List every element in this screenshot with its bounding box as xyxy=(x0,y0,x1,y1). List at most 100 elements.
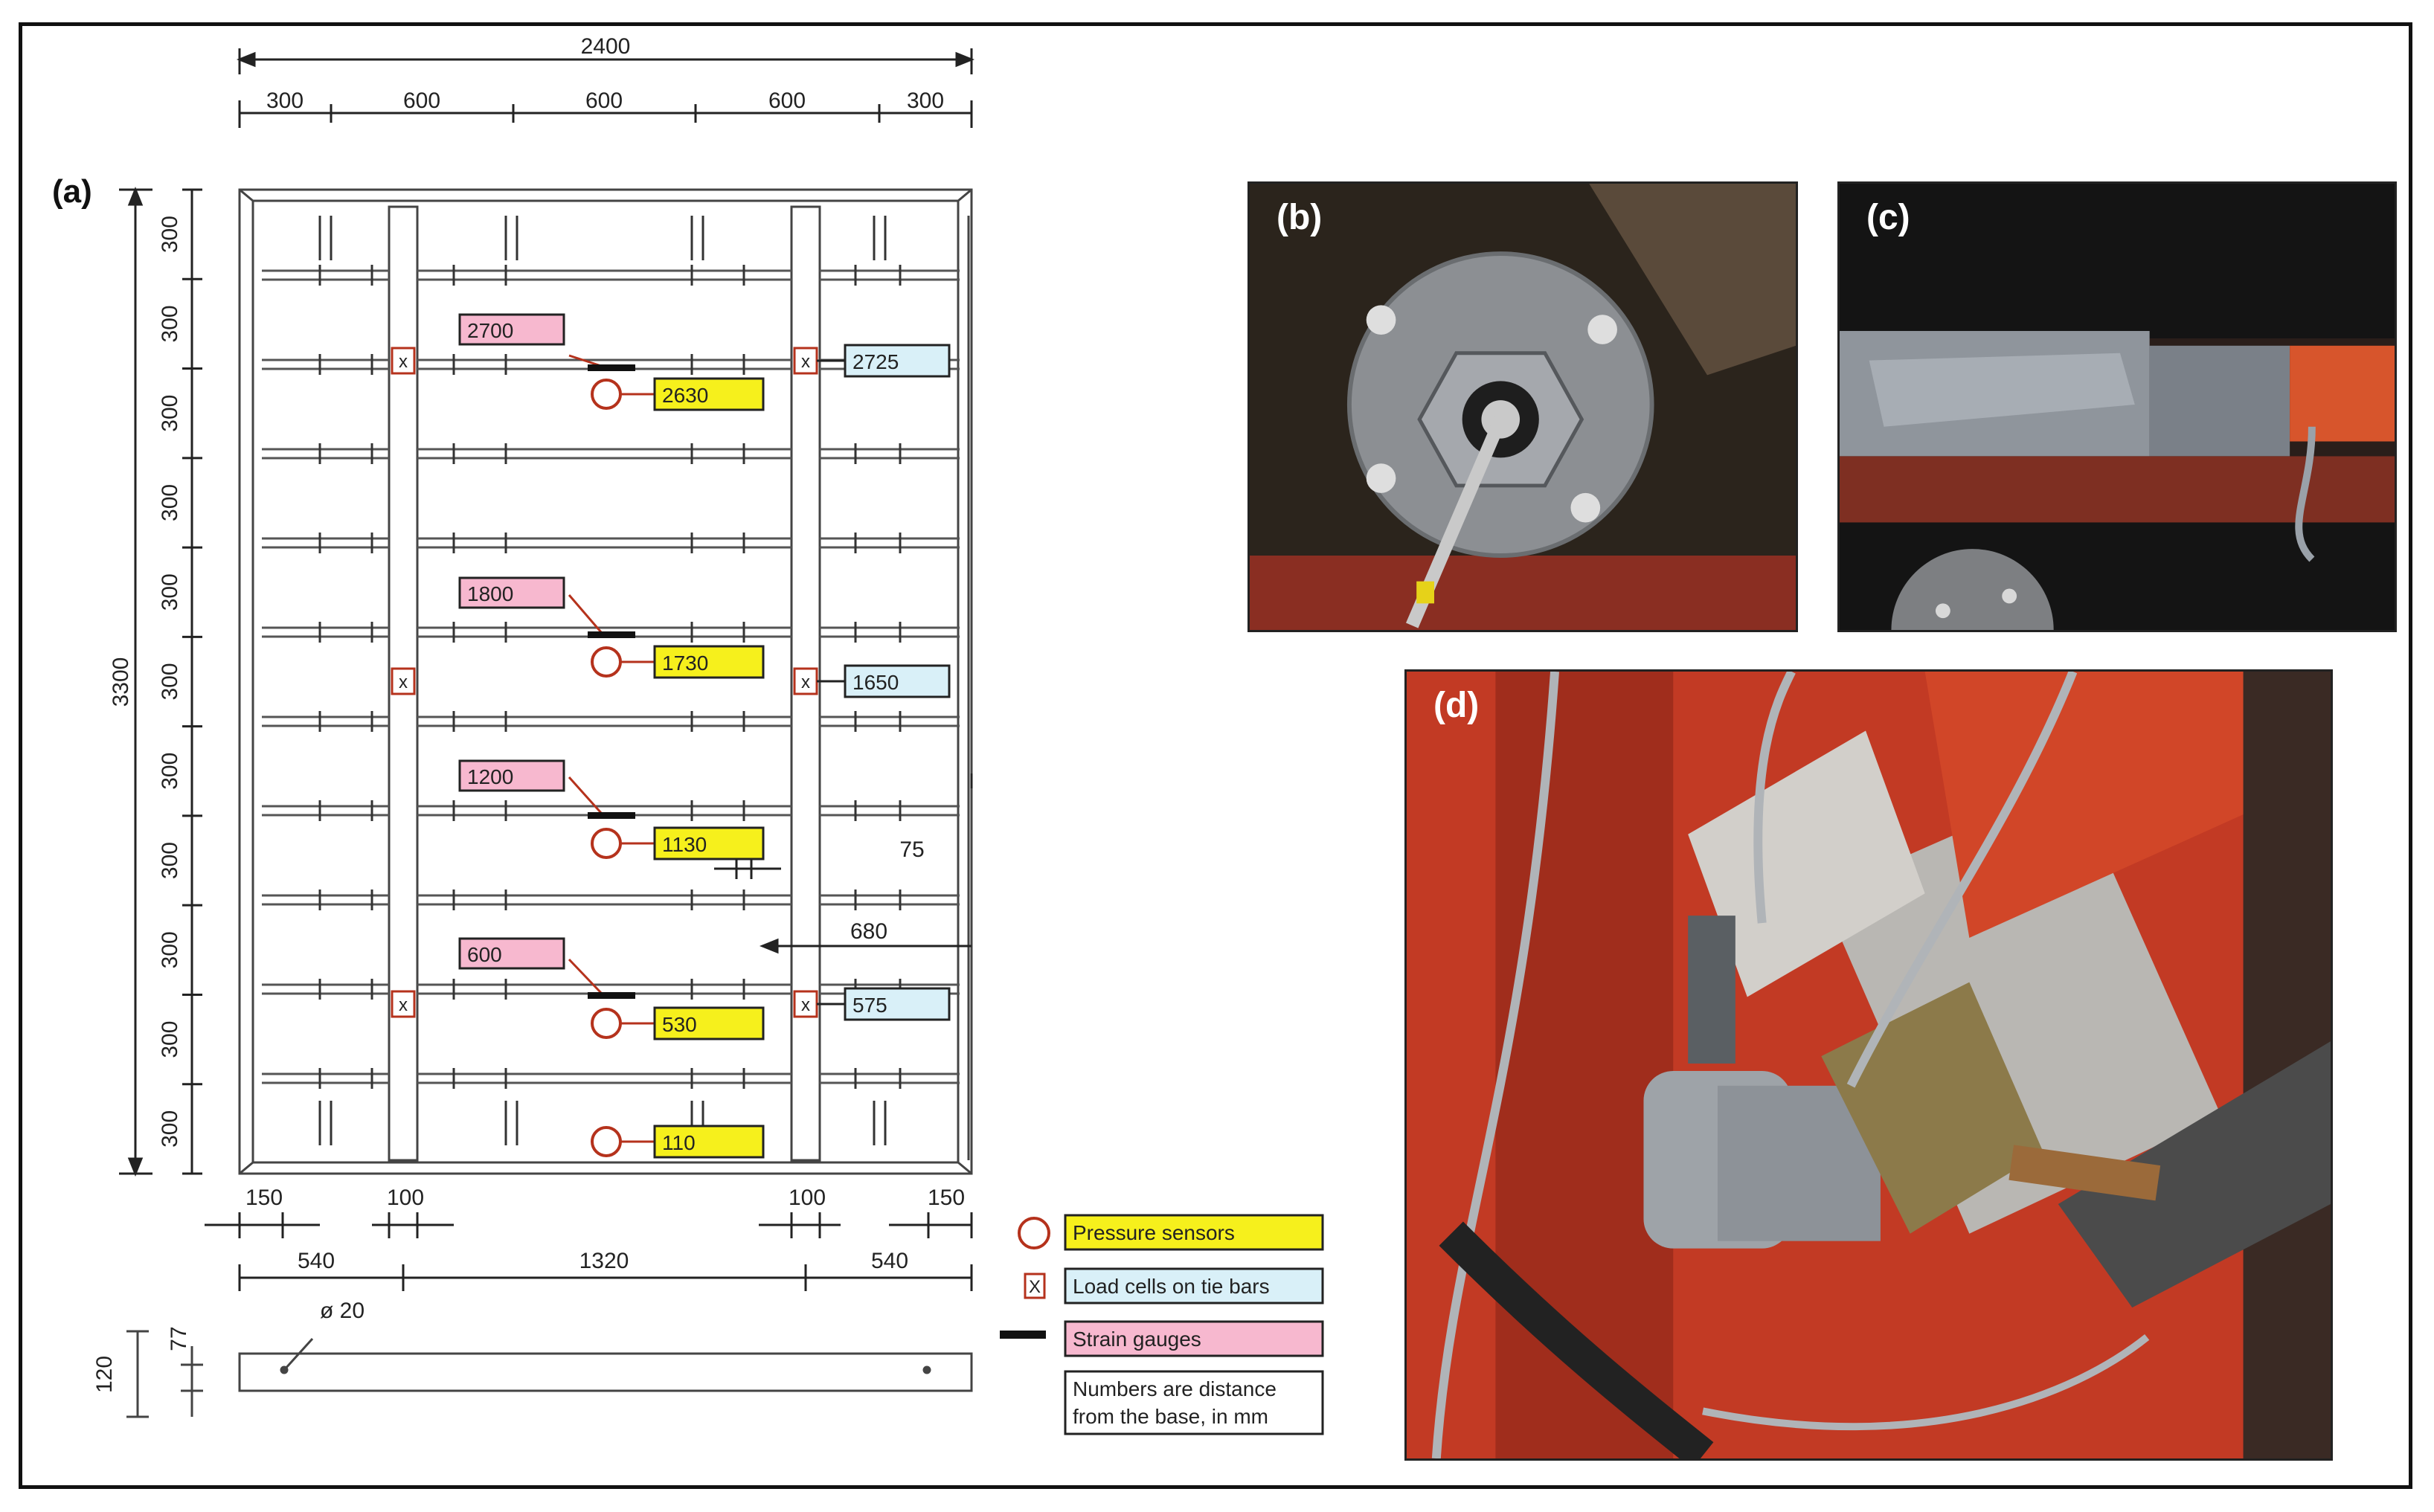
pressure-sensor-label: 2630 xyxy=(662,384,708,407)
strain-gauge-label: 2700 xyxy=(467,319,513,342)
bottom-dimensions xyxy=(205,1212,973,1291)
left-dimension-ticks: 300 300 300 300 300 300 300 300 300 300 300 xyxy=(158,188,202,1175)
load-cell-marker: x xyxy=(793,667,818,695)
pressure-sensor: 1130 xyxy=(591,826,765,860)
pressure-sensor: 110 xyxy=(591,1125,765,1159)
top-dimensions xyxy=(236,48,975,128)
strain-gauge-label: 1800 xyxy=(467,582,513,605)
left-dimensions xyxy=(119,186,193,1177)
legend-note-line-2: from the base, in mm xyxy=(1073,1405,1268,1428)
pressure-sensor-label: 110 xyxy=(662,1131,696,1154)
panel-c-label: (c) xyxy=(1866,198,1910,237)
pressure-sensor: 2630 xyxy=(591,377,765,411)
legend-load-cells: X Load cells on tie bars xyxy=(1024,1267,1324,1304)
dim-top-seg-1: 300 xyxy=(266,89,304,113)
pressure-sensor-symbol-icon xyxy=(1018,1217,1050,1249)
strain-gauge: 1800 xyxy=(458,576,635,638)
dim-row-spacing: 300 xyxy=(158,395,182,432)
strain-gauge: 2700 xyxy=(458,313,635,371)
legend-note-line-1: Numbers are distance xyxy=(1073,1377,1277,1400)
load-cell-symbol-icon xyxy=(1024,1273,1046,1299)
dim-total-height: 3300 xyxy=(109,657,133,707)
load-cell-mark: x xyxy=(801,672,810,692)
load-cell-mark: x xyxy=(399,672,408,692)
dim-row-spacing: 300 xyxy=(158,663,182,700)
dim-bottom-100-right: 100 xyxy=(789,1186,826,1210)
load-cell-mark: x xyxy=(399,352,408,372)
load-cell-marker: x xyxy=(391,990,416,1018)
legend-strain-label: Strain gauges xyxy=(1073,1328,1201,1351)
dim-row-spacing: 300 xyxy=(158,1110,182,1148)
dim-row-spacing: 300 xyxy=(158,305,182,342)
photo-c-strain-gauge: (c) xyxy=(1837,181,2397,632)
legend-load-cell-mark: X xyxy=(1029,1277,1041,1297)
panel-d-label: (d) xyxy=(1433,686,1480,725)
dim-bottom-150-right: 150 xyxy=(928,1186,965,1210)
dim-bottom-540-left: 540 xyxy=(298,1249,335,1273)
pressure-sensor: 1730 xyxy=(591,645,765,679)
load-cell-mark: x xyxy=(399,995,408,1015)
load-cell-label: 1650 xyxy=(852,671,899,694)
dim-thickness-120: 120 xyxy=(92,1356,117,1393)
legend-pressure-label: Pressure sensors xyxy=(1073,1221,1235,1244)
load-cell-tag: 575 xyxy=(817,987,951,1021)
section-view xyxy=(126,1330,973,1418)
formwork-frame xyxy=(238,188,973,1175)
strain-gauge-label: 1200 xyxy=(467,765,513,788)
dim-top-seg-5: 300 xyxy=(907,89,944,113)
panel-b-label: (b) xyxy=(1277,198,1323,237)
dim-thickness-77: 77 xyxy=(167,1326,191,1351)
load-cell-label: 2725 xyxy=(852,350,899,373)
legend: Pressure sensors X Load cells on tie bar… xyxy=(1000,1214,1324,1435)
strain-gauge-label: 600 xyxy=(467,943,502,966)
dim-offset-680: 680 xyxy=(850,919,887,944)
pressure-sensors: 2630 1730 1130 530 xyxy=(591,377,765,1159)
legend-pressure-sensors: Pressure sensors xyxy=(1018,1214,1324,1251)
dim-row-spacing: 300 xyxy=(158,484,182,521)
photo-b-pressure-sensor: (b) xyxy=(1247,181,1798,632)
dim-row-spacing: 300 xyxy=(158,1021,182,1058)
load-cell-marker: x xyxy=(391,667,416,695)
legend-strain-gauges: Strain gauges xyxy=(1000,1320,1324,1357)
dim-row-spacing: 300 xyxy=(158,573,182,611)
strain-gauge-symbol-icon xyxy=(1000,1331,1046,1339)
dim-total-width: 2400 xyxy=(581,34,631,59)
dim-bottom-1320: 1320 xyxy=(579,1249,629,1273)
load-cell-mark: x xyxy=(801,995,810,1015)
pressure-sensor-label: 1730 xyxy=(662,652,708,675)
dim-offset-75: 75 xyxy=(899,837,924,862)
dim-bottom-150-left: 150 xyxy=(245,1186,283,1210)
legend-note: Numbers are distance from the base, in m… xyxy=(1064,1370,1324,1435)
load-cell-marker: x xyxy=(793,347,818,375)
load-cell-mark: x xyxy=(801,352,810,372)
pressure-sensor-label: 530 xyxy=(662,1013,697,1036)
load-cell-tag: 1650 xyxy=(817,664,951,698)
figure-border xyxy=(19,22,2412,1489)
dim-row-spacing: 300 xyxy=(158,931,182,968)
legend-load-cell-label: Load cells on tie bars xyxy=(1073,1275,1270,1298)
pressure-sensor-label: 1130 xyxy=(662,833,707,856)
load-cell-marker: x xyxy=(391,347,416,375)
dim-row-spacing: 300 xyxy=(158,842,182,879)
dim-top-seg-4: 600 xyxy=(768,89,806,113)
strain-gauge: 1200 xyxy=(458,759,635,819)
load-cells: x x x x x x xyxy=(391,344,951,1021)
load-cell-label: 575 xyxy=(852,994,887,1017)
pressure-sensor: 530 xyxy=(591,1006,765,1040)
dim-bottom-540-right: 540 xyxy=(871,1249,908,1273)
right-offset-dimensions xyxy=(714,773,973,954)
dim-top-seg-3: 600 xyxy=(585,89,623,113)
dim-row-spacing: 300 xyxy=(158,216,182,253)
strain-gauge: 600 xyxy=(458,937,635,999)
photo-d-load-cell: (d) xyxy=(1404,669,2333,1461)
strain-gauges: 2700 1800 1200 600 xyxy=(458,313,635,999)
load-cell-marker: x xyxy=(793,990,818,1018)
panel-a-label: (a) xyxy=(52,173,92,210)
dim-top-seg-2: 600 xyxy=(403,89,440,113)
dim-bottom-100-left: 100 xyxy=(387,1186,424,1210)
bar-diameter-label: ø 20 xyxy=(320,1299,365,1323)
load-cell-tag: 2725 xyxy=(817,344,951,378)
dim-row-spacing: 300 xyxy=(158,753,182,790)
